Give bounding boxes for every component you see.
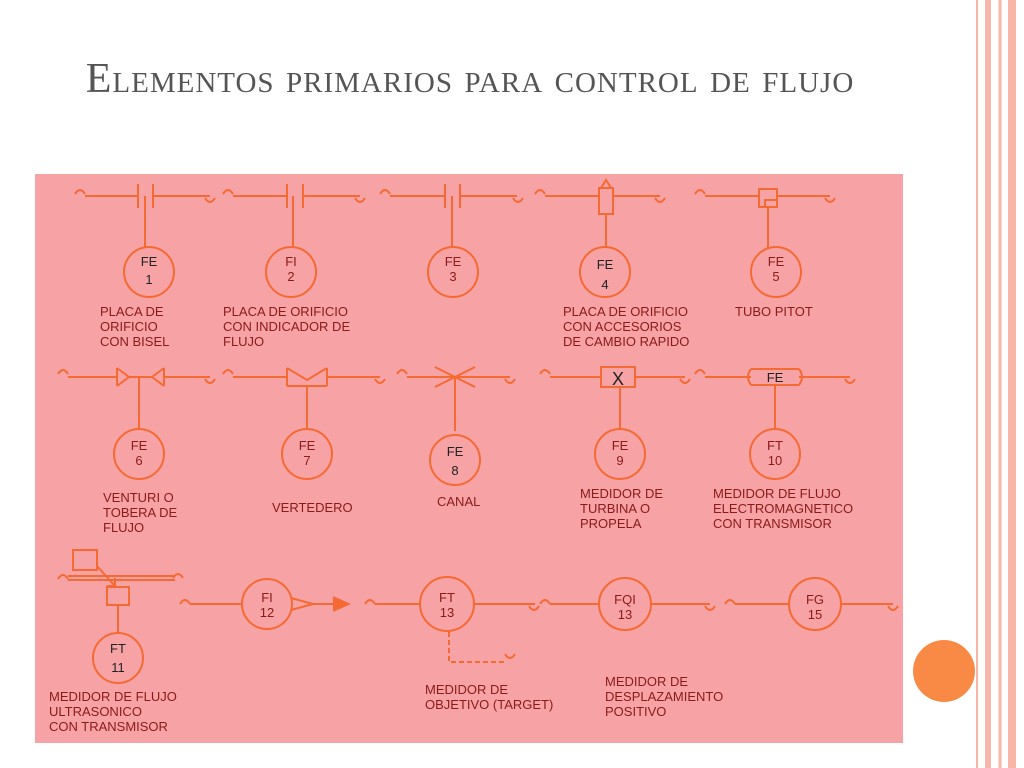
slide-border-lines [976, 0, 1016, 768]
pipe-2 [222, 184, 366, 254]
pipe-14 [539, 577, 716, 631]
instrument-tag: FE [140, 254, 158, 269]
instrument-caption: TUBO PITOT [735, 304, 813, 319]
instrument-number: 2 [287, 269, 295, 284]
decorative-orb [913, 640, 975, 702]
instrument-tag: FE [611, 438, 629, 453]
pipe-11 [57, 549, 184, 684]
instrument-tag: FE [130, 438, 148, 453]
instrument-number: 6 [135, 453, 143, 468]
instrument-tag: FQI [614, 592, 636, 607]
instrument-number: 10 [767, 453, 783, 468]
instrument-number: 13 [617, 607, 633, 622]
pipe-3 [379, 184, 524, 254]
instrument-number: 9 [616, 453, 624, 468]
instrument-caption: CANAL [437, 494, 481, 509]
pipe-12 [179, 578, 351, 630]
pipe-13 [364, 576, 540, 663]
instrument-number: 8 [451, 463, 459, 478]
pipe-15 [724, 577, 899, 631]
pipe-9 [539, 366, 691, 431]
instrument-tag: FE [298, 438, 316, 453]
instrument-tag: FT [439, 590, 455, 605]
instrument-tag: FT [110, 641, 126, 656]
instrument-tag: FG [805, 592, 825, 607]
pipe-6 [57, 367, 216, 431]
instrument-tag: FI [285, 254, 297, 269]
instrument-number: 12 [259, 605, 275, 620]
slide-title: Elementos primarios para control de fluj… [85, 56, 855, 102]
instrument-tag: FI [261, 590, 273, 605]
instrument-number: 7 [303, 453, 311, 468]
instrument-tag: FE [446, 444, 464, 459]
instrument-number: 1 [145, 272, 153, 287]
instrument-number: 13 [439, 605, 455, 620]
instrument-number: 4 [601, 277, 609, 292]
instrument-tag: FE [596, 257, 614, 272]
pipe-8 [396, 366, 516, 431]
instrument-number: 11 [111, 660, 125, 675]
instrument-caption: VERTEDERO [272, 500, 353, 515]
magnetic-flow-mark: FE [766, 370, 784, 385]
pipe-5 [694, 188, 836, 252]
pipe-7 [222, 367, 386, 431]
instrument-tag: FT [767, 438, 783, 453]
pipe-4 [534, 178, 666, 252]
pipe-1 [74, 184, 216, 254]
turbine-mark: X [611, 369, 624, 389]
diagram-lines [57, 178, 899, 684]
instrument-tag: FE [444, 254, 462, 269]
instrument-number: 15 [807, 607, 823, 622]
instrument-tag: FE [767, 254, 785, 269]
instrument-number: 3 [449, 269, 457, 284]
instrument-number: 5 [772, 269, 780, 284]
pipe-10 [694, 368, 856, 431]
